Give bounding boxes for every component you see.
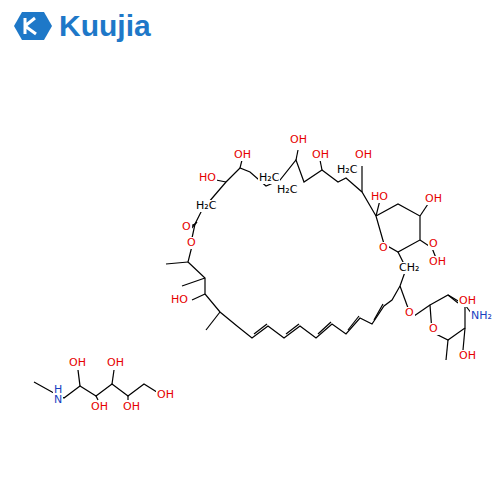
atom-label: O <box>181 221 192 233</box>
kuujia-icon <box>14 12 52 40</box>
atom-label: OH <box>354 149 373 161</box>
atom-label: OH <box>122 401 141 413</box>
atom-label: CH₂ <box>398 262 420 274</box>
atom-label: O <box>428 323 439 335</box>
atom-label: N <box>53 394 63 406</box>
atom-label: NH₂ <box>470 310 493 322</box>
atom-label: O <box>378 242 389 254</box>
atom-label: H₂C <box>195 200 217 212</box>
atom-label: HO <box>170 294 189 306</box>
atom-label: OH <box>106 357 125 369</box>
atom-label: H₂C <box>258 172 280 184</box>
atom-label: OH <box>458 350 477 362</box>
atom-label: OH <box>68 357 87 369</box>
atom-label: HO <box>198 172 217 184</box>
atom-label: OH <box>233 149 252 161</box>
atom-label: HO <box>370 191 389 203</box>
atom-label: H₂C <box>336 164 358 176</box>
atom-label: O <box>186 237 197 249</box>
atom-label: O <box>428 238 439 250</box>
atom-label: OH <box>428 256 447 268</box>
atom-label: OH <box>458 295 477 307</box>
atom-label: OH <box>90 401 109 413</box>
atom-label: OH <box>289 134 308 146</box>
atom-label: OH <box>311 149 330 161</box>
brand-name: Kuujia <box>58 10 152 42</box>
atom-label: OH <box>156 389 175 401</box>
atom-label: H₂C <box>276 184 298 196</box>
atom-label: O <box>404 307 415 319</box>
atom-label: OH <box>424 193 443 205</box>
